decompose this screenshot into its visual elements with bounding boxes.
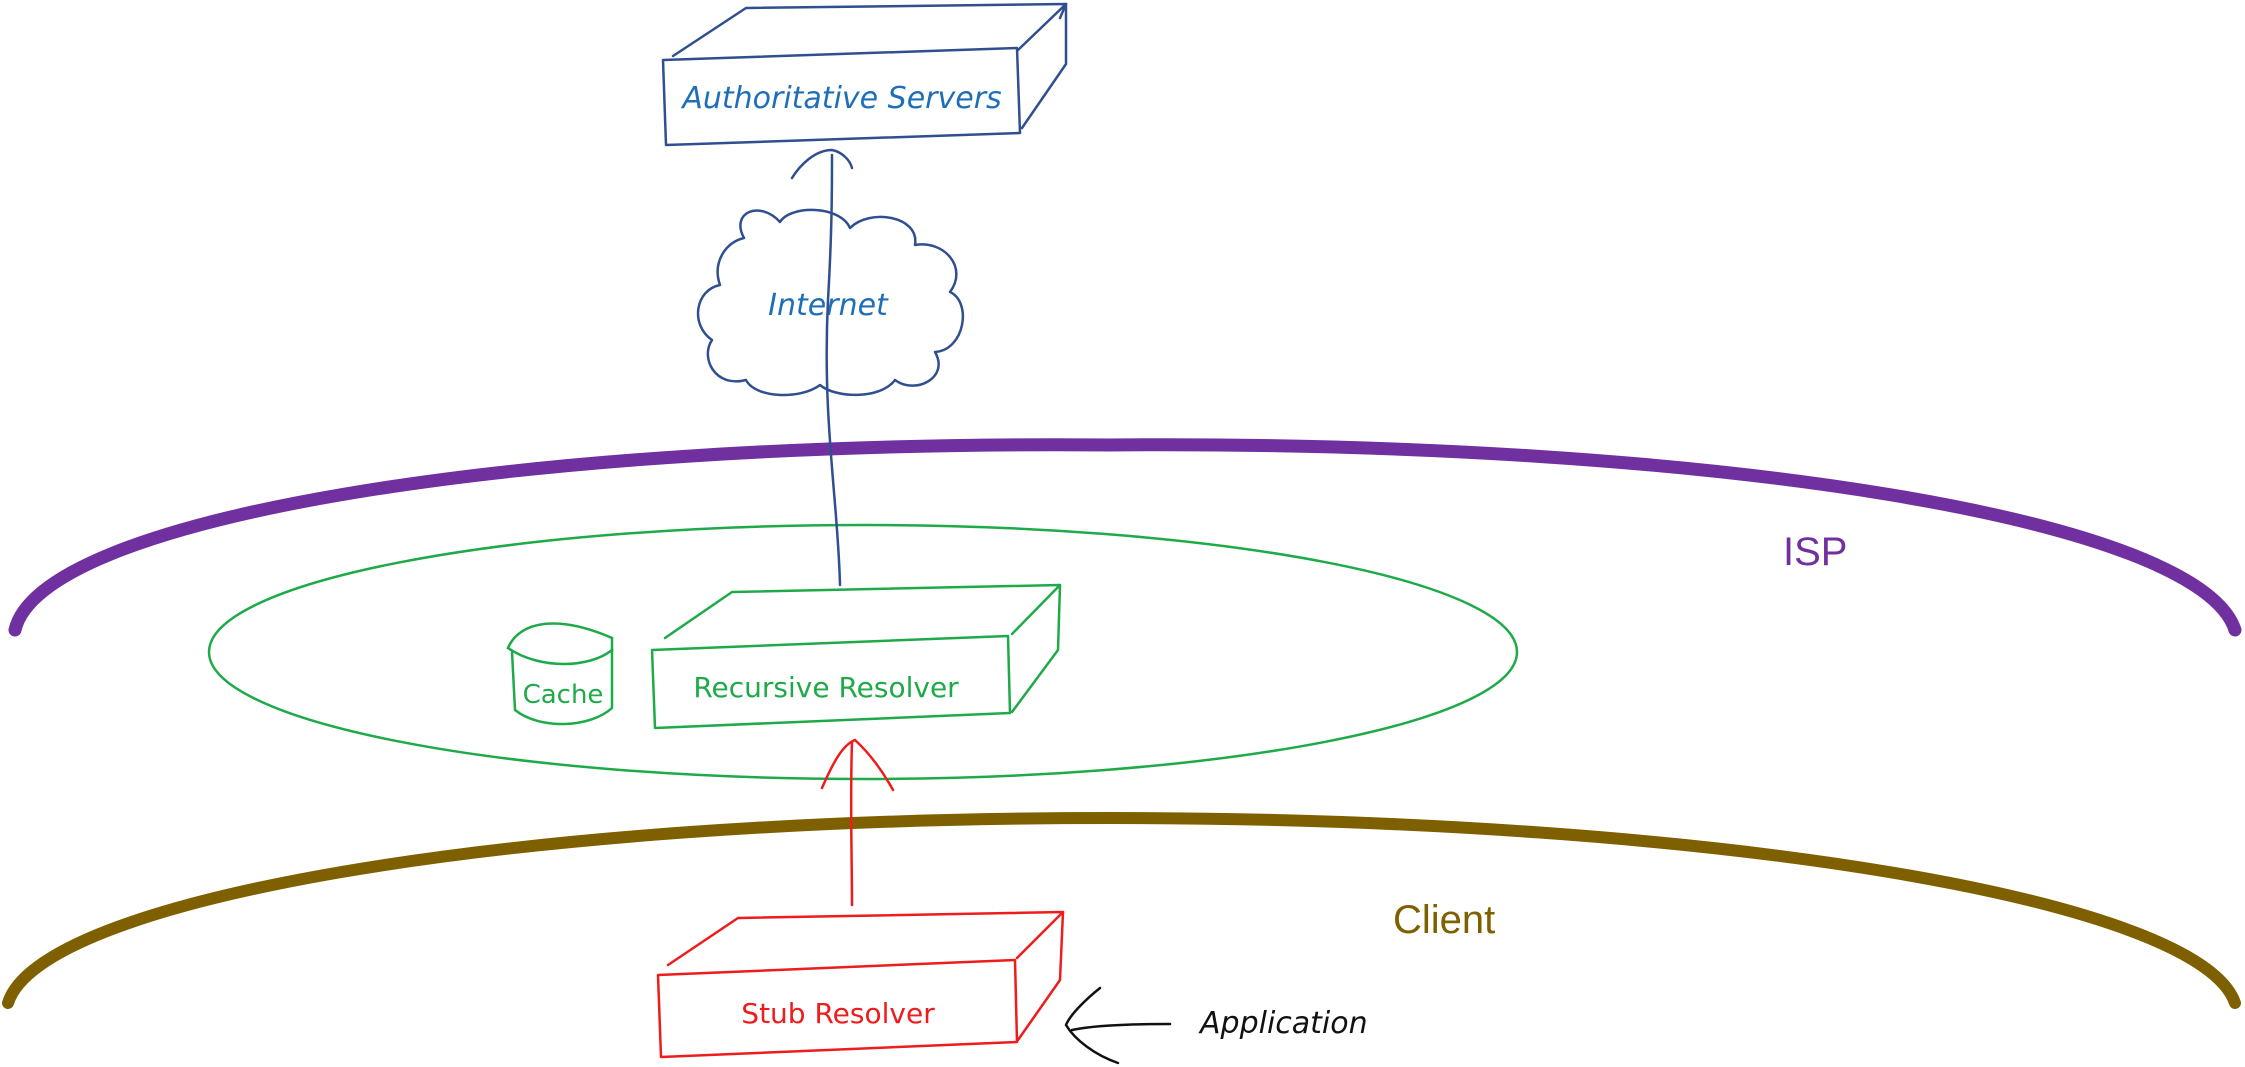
stub-resolver-box <box>656 910 1065 1059</box>
stub-resolver-label: Stub Resolver <box>741 997 935 1030</box>
edge-recursive-to-authoritative <box>825 153 842 587</box>
recursive-resolver-label: Recursive Resolver <box>693 671 959 704</box>
internet-cloud <box>696 208 965 397</box>
isp-zone-label: ISP <box>1783 530 1847 574</box>
authoritative-servers-label: Authoritative Servers <box>680 81 1001 116</box>
recursive-zone-ellipse <box>207 523 1519 781</box>
application-label: Application <box>1198 1006 1368 1041</box>
client-zone-label: Client <box>1393 898 1495 942</box>
edge-recursive-to-authoritative-arrowhead <box>790 148 854 180</box>
edge-application-to-stub-arrowhead <box>1064 986 1120 1065</box>
edge-stub-to-recursive <box>849 740 854 907</box>
recursive-resolver-box <box>650 583 1062 730</box>
isp-zone-arc <box>8 438 2242 637</box>
cache-label: Cache <box>523 680 604 710</box>
edge-stub-to-recursive-arrowhead <box>820 738 895 792</box>
client-zone-arc <box>2 811 2241 1009</box>
edge-application-to-stub <box>1070 1022 1172 1032</box>
authoritative-servers-box <box>661 2 1068 147</box>
cache-cylinder <box>506 622 614 726</box>
